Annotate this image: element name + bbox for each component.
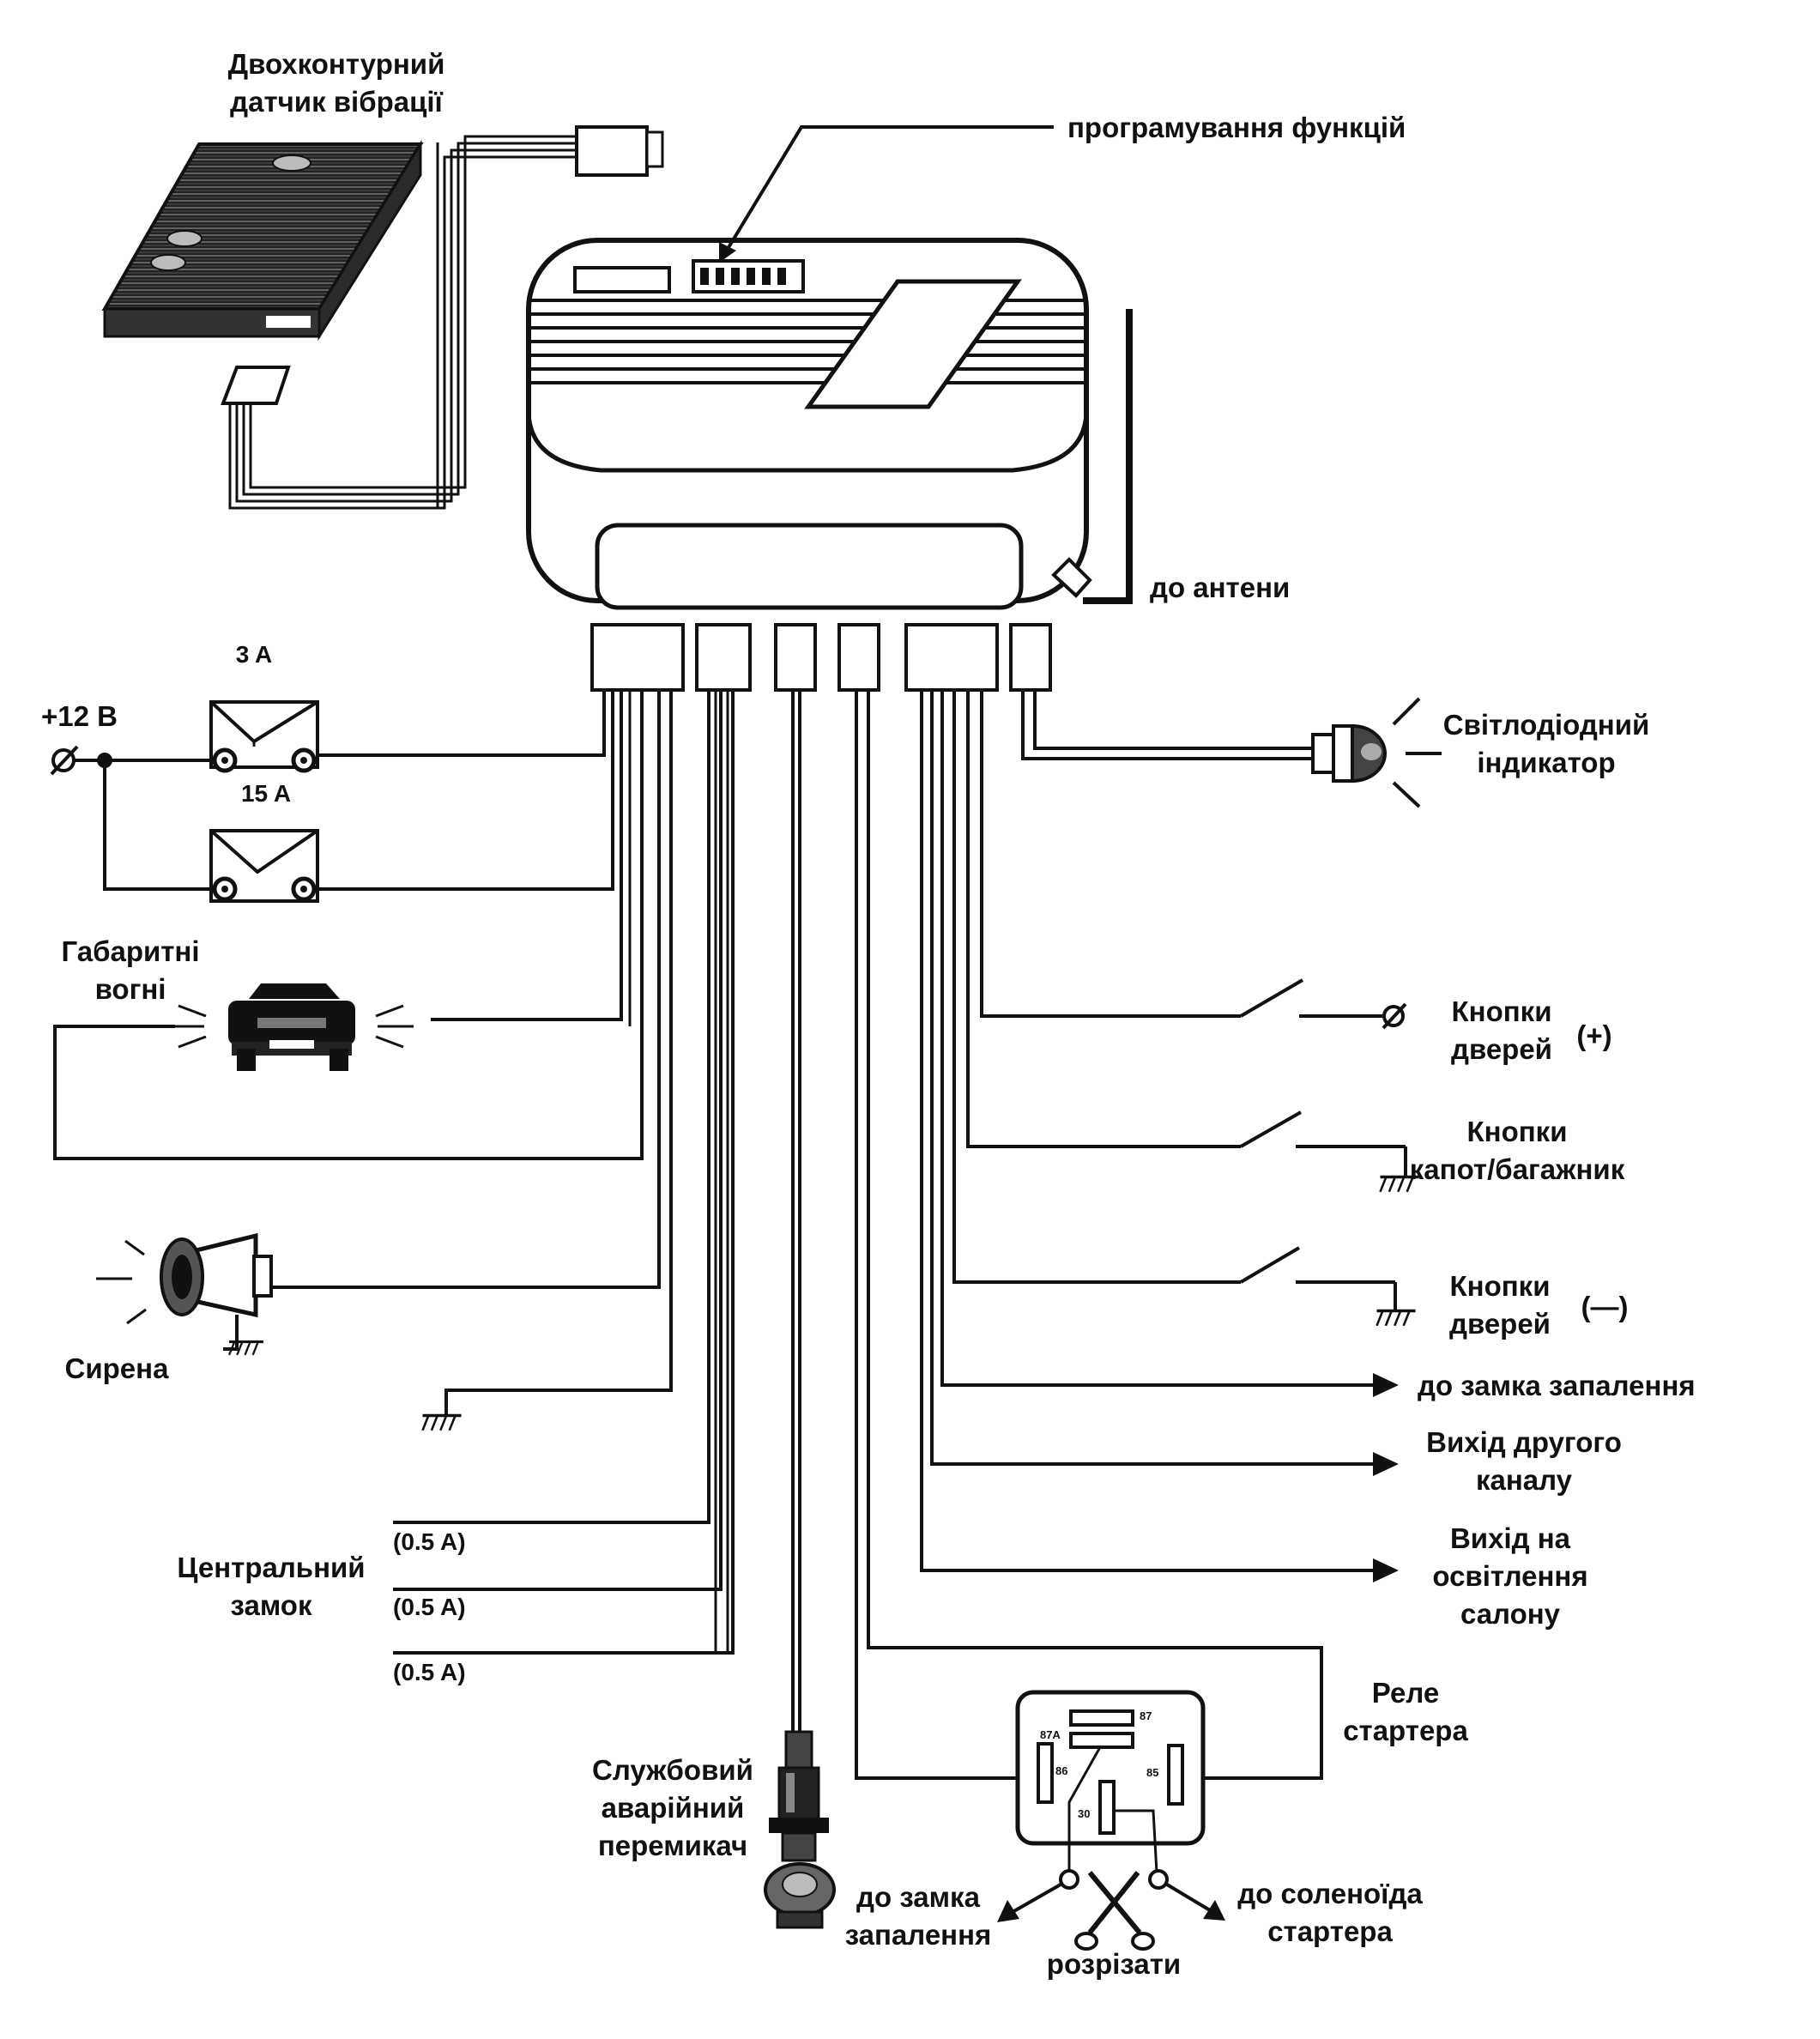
switch-icon xyxy=(1239,978,1407,1030)
wires-connector-4 xyxy=(855,690,1323,1780)
second-channel-label-1: Вихід другого xyxy=(1426,1426,1622,1458)
power-label: +12 В xyxy=(41,700,118,732)
scissors-icon xyxy=(1074,1871,1155,1951)
arrow-icon xyxy=(1373,1452,1399,1476)
vibration-sensor-icon xyxy=(101,125,664,510)
vibration-sensor-label-1: Двохконтурний xyxy=(228,48,445,80)
starter-relay-label-2: стартера xyxy=(1343,1715,1468,1746)
programming-label: програмування функцій xyxy=(1067,112,1406,143)
fuse-icon xyxy=(209,700,319,773)
programming-arrow-icon xyxy=(719,125,1054,263)
service-switch-label-1: Службовий xyxy=(592,1754,753,1786)
to-solenoid-label-2: стартера xyxy=(1267,1915,1393,1947)
led-icon xyxy=(1311,697,1442,808)
relay-output-wiring xyxy=(997,1746,1225,1922)
central-lock-label-1: Центральний xyxy=(177,1552,365,1583)
door-plus-label-2: дверей xyxy=(1451,1033,1552,1065)
relay-pin-87: 87 xyxy=(1140,1709,1152,1722)
power-terminal-icon xyxy=(50,745,215,891)
door-minus-label-1: Кнопки xyxy=(1450,1270,1551,1302)
interior-light-label-2: освітлення xyxy=(1432,1560,1587,1592)
to-solenoid-label-1: до соленоїда xyxy=(1237,1878,1423,1909)
switch-icon xyxy=(1239,1246,1397,1311)
starter-relay-label-1: Реле xyxy=(1372,1677,1439,1709)
door-minus-label-2: дверей xyxy=(1449,1308,1551,1340)
central-lock-label-2: замок xyxy=(231,1589,312,1621)
service-switch-label-3: перемикач xyxy=(598,1830,747,1861)
lock-current-1: (0.5 A) xyxy=(393,1528,466,1555)
interior-light-label-3: салону xyxy=(1460,1598,1561,1630)
relay-icon xyxy=(1015,1690,1206,1846)
antenna-icon xyxy=(1083,309,1133,604)
fuse-3a-label: 3 A xyxy=(236,641,273,668)
to-ignition-lock-label-1: до замка xyxy=(856,1881,981,1913)
relay-pin-87a: 87A xyxy=(1040,1728,1061,1741)
antenna-label: до антени xyxy=(1150,572,1290,603)
wires-connector-3 xyxy=(791,690,801,1733)
door-plus-label-1: Кнопки xyxy=(1452,995,1552,1027)
led-label-1: Світлодіодний xyxy=(1443,709,1650,741)
arrow-icon xyxy=(1373,1558,1399,1582)
fuse-icon xyxy=(209,829,319,903)
parking-lights-label-1: Габаритні xyxy=(61,935,199,967)
to-ignition-label: до замка запалення xyxy=(1418,1370,1696,1401)
relay-pin-30: 30 xyxy=(1078,1807,1090,1820)
arrow-icon xyxy=(1373,1373,1399,1397)
second-channel-label-2: каналу xyxy=(1476,1464,1573,1496)
led-label-2: індикатор xyxy=(1477,747,1615,778)
vibration-sensor-label-2: датчик вібрації xyxy=(230,86,443,118)
switch-icon xyxy=(1240,1110,1407,1177)
wires-connector-2 xyxy=(393,690,735,1655)
ground-icon xyxy=(420,1413,463,1432)
relay-pin-85: 85 xyxy=(1146,1766,1158,1779)
relay-pin-86: 86 xyxy=(1055,1764,1067,1777)
car-front-icon xyxy=(168,983,414,1071)
wires-connector-6 xyxy=(1021,690,1315,760)
wires-connector-5 xyxy=(920,690,1373,1572)
alarm-unit-icon xyxy=(526,238,1092,610)
to-ignition-lock-label-2: запалення xyxy=(845,1919,992,1951)
wires-connector-1 xyxy=(53,690,673,1414)
ground-icon xyxy=(1375,1309,1418,1328)
service-switch-icon xyxy=(764,1730,836,1929)
lock-current-2: (0.5 A) xyxy=(393,1594,466,1620)
interior-light-label-1: Вихід на xyxy=(1450,1522,1571,1554)
hood-trunk-label-2: капот/багажник xyxy=(1410,1153,1625,1185)
connector-blocks xyxy=(590,623,1052,692)
fuse-15a-label: 15 A xyxy=(241,780,291,807)
door-plus-sign: (+) xyxy=(1576,1020,1611,1051)
service-switch-label-2: аварійний xyxy=(602,1792,745,1824)
hood-trunk-label-1: Кнопки xyxy=(1467,1116,1568,1147)
cut-label: розрізати xyxy=(1047,1948,1181,1980)
siren-icon xyxy=(96,1232,273,1351)
parking-lights-label-2: вогні xyxy=(95,973,166,1005)
lock-current-3: (0.5 A) xyxy=(393,1659,466,1685)
door-minus-sign: (—) xyxy=(1581,1291,1629,1322)
siren-label: Сирена xyxy=(65,1352,170,1384)
